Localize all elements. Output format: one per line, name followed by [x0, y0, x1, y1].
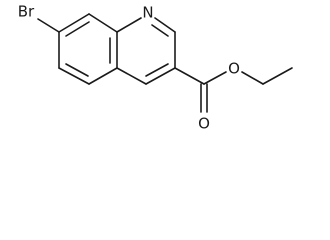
bond-c3-c4 [145, 67, 176, 85]
bond-ether-o-ch2 [241, 71, 264, 85]
atom-label-bromine: Br [18, 3, 35, 21]
bond-c5-c6 [58, 67, 90, 85]
atom-label-nitrogen: N [142, 4, 153, 22]
bond-n1-c2-double [151, 24, 169, 37]
bond-c8a-n1 [116, 17, 142, 33]
bond-c7-c8-double [65, 21, 90, 37]
bond-ch2-ch3 [262, 67, 293, 85]
bond-n1-c2 [154, 17, 176, 33]
structure-diagram: Br N O O [18, 3, 293, 133]
bond-c8-c8a [88, 13, 118, 33]
bond-carbonyl-ether-o [203, 71, 227, 85]
bond-c3-c4-double [145, 63, 169, 77]
bond-c7-c8 [58, 13, 90, 33]
bond-c4-c4a [116, 67, 147, 85]
atom-label-carbonyl-oxygen: O [198, 115, 210, 133]
atom-label-ether-oxygen: O [228, 60, 240, 78]
bond-c7-br [37, 18, 60, 33]
bond-c4a-c5 [88, 67, 118, 85]
bond-c3-carbonyl [174, 67, 205, 85]
bond-c5-c6-double [65, 63, 89, 77]
